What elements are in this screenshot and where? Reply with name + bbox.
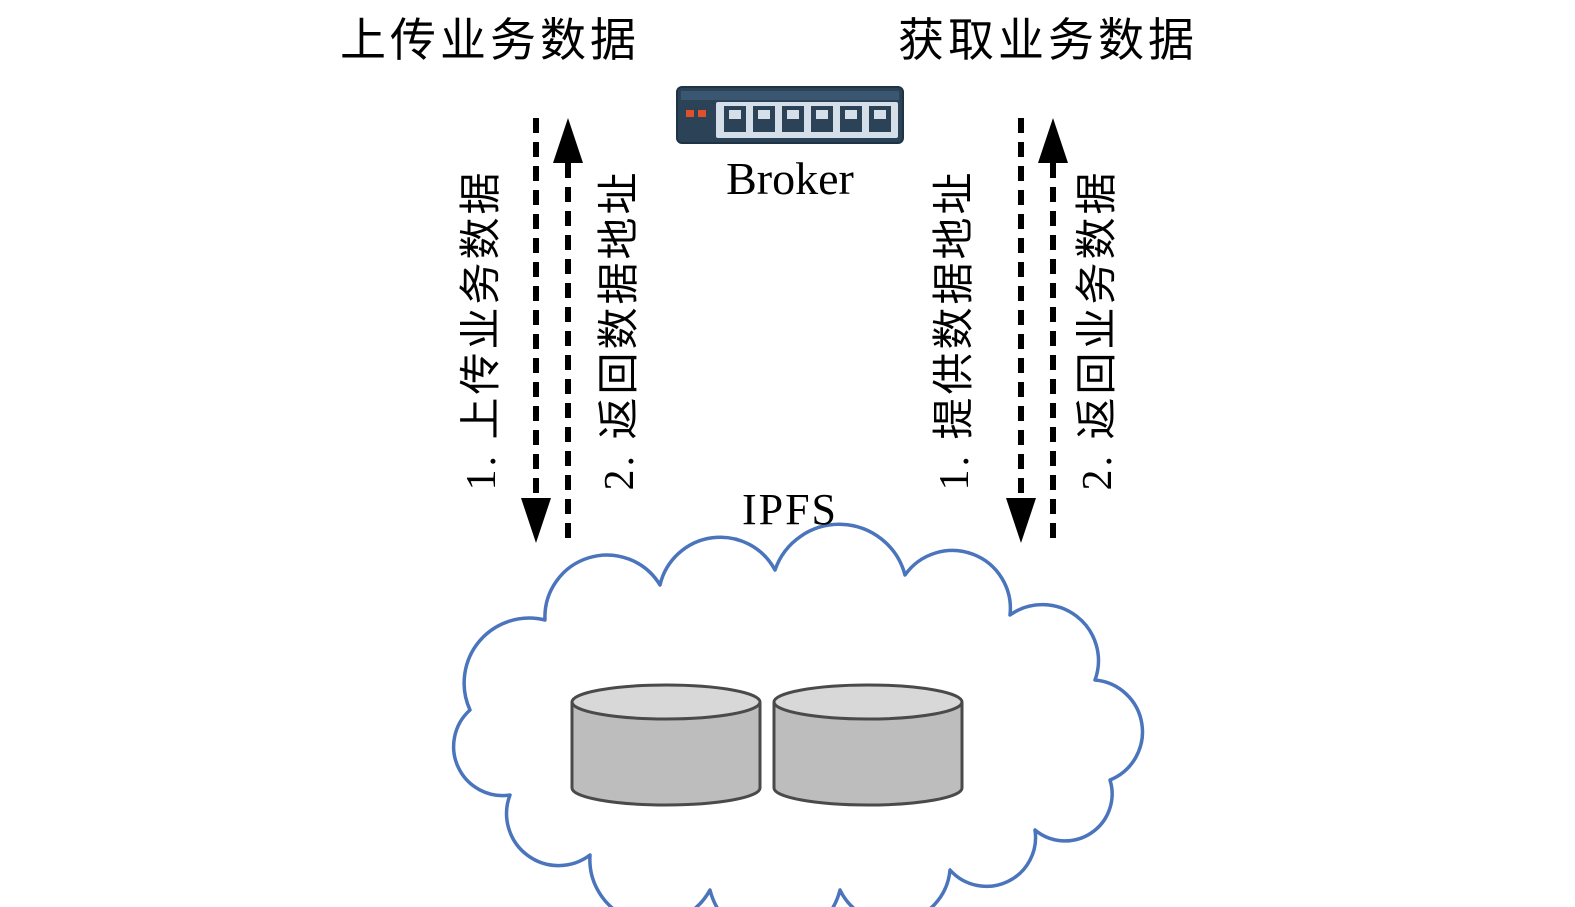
arrow-up-return-address-icon (553, 118, 583, 543)
flow-step-return-data: 2. 返回业务数据 (1075, 169, 1121, 491)
flow-step-return-address: 2. 返回数据地址 (597, 169, 643, 491)
ipfs-label: IPFS (741, 485, 839, 534)
get-data-title: 获取业务数据 (898, 15, 1198, 66)
database-cylinder-icon (570, 683, 762, 807)
status-led-icon (686, 110, 706, 117)
flow-step-upload-data: 1. 上传业务数据 (459, 169, 505, 491)
network-switch-icon (676, 86, 904, 144)
upload-data-title: 上传业务数据 (340, 15, 640, 66)
arrow-up-return-data-icon (1038, 118, 1068, 543)
arrow-down-provide-address-icon (1006, 118, 1036, 543)
arrow-down-upload-icon (521, 118, 551, 543)
flow-step-provide-address: 1. 提供数据地址 (932, 169, 978, 491)
database-cylinder-icon (772, 683, 964, 807)
broker-label: Broker (726, 153, 854, 204)
